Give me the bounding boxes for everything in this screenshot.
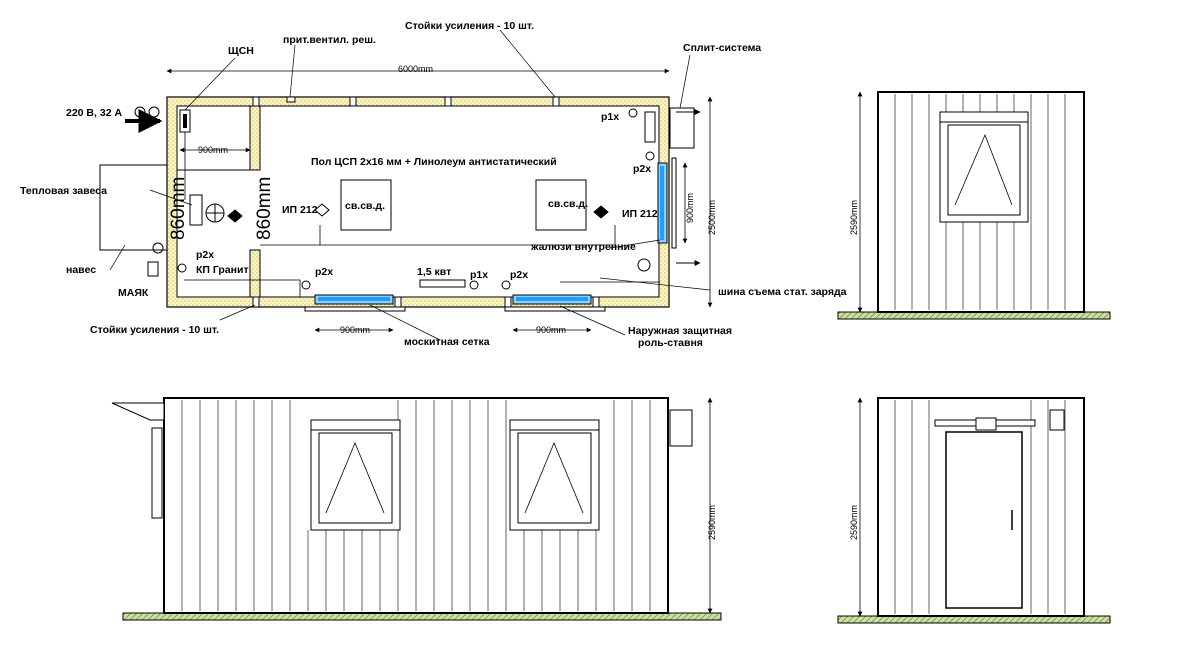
split-front <box>669 409 693 447</box>
wiring-lines <box>184 132 660 297</box>
heater-icon <box>419 279 466 288</box>
dim-side-height: 2590mm <box>849 200 859 235</box>
split-outer-unit <box>669 107 695 149</box>
heat-curtain <box>189 194 203 226</box>
leader-lines <box>109 29 711 341</box>
dim-room-text: 900mm <box>198 145 228 155</box>
label-shina: шина съема стат. заряда <box>718 286 847 298</box>
elevation-front: 2590mm <box>111 397 722 621</box>
label-p1x-top: p1x <box>601 111 619 123</box>
label-mayak: МАЯК <box>118 287 149 299</box>
detector-vest-icon <box>227 209 243 223</box>
label-p2x-right: p2x <box>633 163 651 175</box>
label-svsvd-right: св.св.д. <box>548 198 588 210</box>
mayak-icon <box>147 261 159 277</box>
label-ip-right: ИП 212 <box>622 208 658 220</box>
label-naves: навес <box>66 264 96 276</box>
socket-icons <box>177 108 655 290</box>
dim-front-height: 2590mm <box>707 505 717 540</box>
cladding-lines-end <box>894 400 1066 614</box>
dim-win2-text: 900mm <box>536 325 566 335</box>
dim-vert-2-text: 860mm <box>254 177 275 240</box>
label-svsvd-left: св.св.д. <box>345 200 385 212</box>
canopy-outline <box>99 164 168 251</box>
svsvd-left-box <box>340 179 392 231</box>
label-heat-curtain: Тепловая завеса <box>20 185 107 197</box>
label-power-15: 1,5 квт <box>417 266 451 278</box>
split-inner-unit <box>644 111 656 143</box>
dim-window-right-text: 900mm <box>685 193 695 223</box>
label-kp: КП Гранит <box>196 264 249 276</box>
label-p2x-bottom-right: p2x <box>510 269 528 281</box>
label-p2x-bottom-left: p2x <box>315 266 333 278</box>
label-mesh: москитная сетка <box>404 336 490 348</box>
label-stoiki-top: Стойки усиления - 10 шт. <box>405 20 534 32</box>
door <box>945 431 1023 609</box>
rollet-1 <box>304 306 406 312</box>
label-stoiki-bottom: Стойки усиления - 10 шт. <box>90 324 219 336</box>
label-jalousie: жалюзи внутренние <box>530 241 636 253</box>
elevation-side-top: 2590mm <box>837 91 1111 320</box>
label-vent: прит.вентил. реш. <box>283 34 376 46</box>
label-power: 220 В, 32 А <box>66 107 122 119</box>
cladding-lines-front <box>181 400 651 611</box>
partition-lower <box>249 249 261 298</box>
partition-upper <box>249 105 261 171</box>
posts-top <box>252 96 560 107</box>
label-split: Сплит-система <box>683 42 761 54</box>
label-p1x-bottom: p1x <box>470 269 488 281</box>
label-shchsn: ЩСН <box>228 45 254 57</box>
label-floor-title: Пол ЦСП 2х16 мм + Линолеум антистатическ… <box>311 156 557 168</box>
floor-plan <box>99 29 713 341</box>
fan-icon <box>637 258 651 272</box>
rollet-2 <box>504 306 606 312</box>
elevation-end: 2590mm <box>837 397 1111 624</box>
dim-length-text: 6000mm <box>398 64 433 74</box>
label-p2x-left: p2x <box>196 249 214 261</box>
dim-vert-1-text: 860mm <box>168 177 189 240</box>
dim-win1-text: 900mm <box>340 325 370 335</box>
detector-left-icon <box>314 203 330 217</box>
label-ip-left: ИП 212 <box>282 204 318 216</box>
dim-end-height: 2590mm <box>849 505 859 540</box>
canopy-front <box>111 402 165 421</box>
dim-width-text: 2500mm <box>707 200 717 235</box>
detector-right-icon <box>593 205 609 219</box>
svsvd-right-box <box>535 179 587 231</box>
power-entry-icon <box>134 106 160 118</box>
